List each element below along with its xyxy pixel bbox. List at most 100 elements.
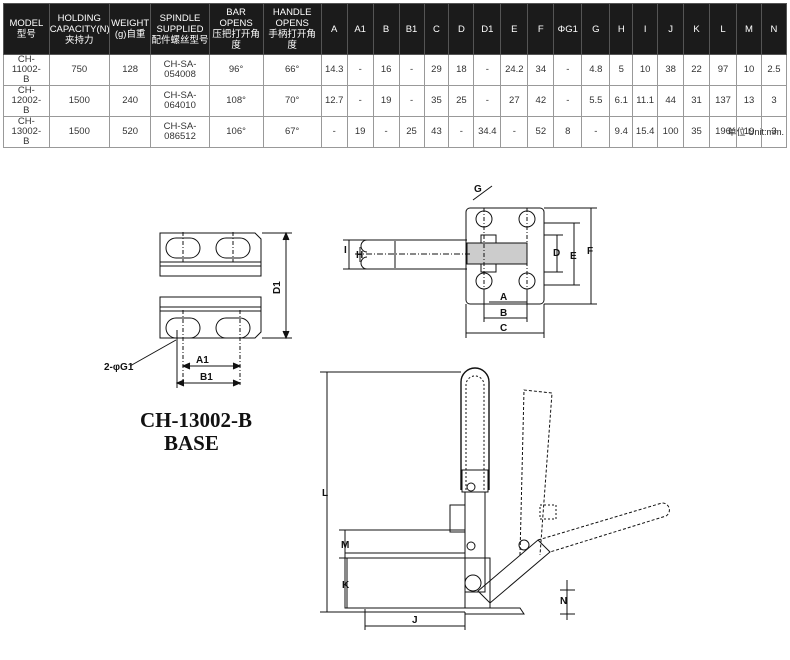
table-cell-line: 24.2 [505, 64, 524, 75]
column-header-line: MODEL [9, 18, 44, 29]
table-cell: 100 [657, 116, 685, 148]
column-header-line: WEIGHT [111, 18, 150, 29]
column-header-line: D1 [481, 23, 494, 35]
column-header-line: 型号 [16, 29, 36, 40]
table-cell-line: - [409, 64, 414, 75]
table-cell-line: 100 [662, 126, 679, 137]
table-cell: 22 [683, 54, 711, 86]
table-cell: 19 [736, 116, 762, 148]
table-cell: 19 [372, 85, 400, 117]
top-view-clamp [355, 185, 545, 305]
table-cell: CH-13002-B [3, 116, 50, 148]
column-header-line: B1 [405, 23, 418, 35]
table-cell-line: 086512 [164, 131, 196, 142]
label-a1: A1 [196, 355, 209, 366]
table-cell: - [320, 116, 348, 148]
table-cell-line: 196 [715, 126, 731, 137]
label-b: B [500, 308, 507, 319]
table-cell-line: 106° [226, 126, 246, 137]
column-header: H [609, 3, 634, 55]
table-cell: 12.7 [320, 85, 348, 117]
dim-d1 [262, 231, 292, 340]
column-header-line: B [382, 23, 390, 35]
table-cell-line: B [23, 136, 30, 147]
table-cell: 11.1 [632, 85, 659, 117]
column-header: N [760, 3, 788, 55]
table-cell: 10 [736, 54, 762, 86]
side-view-dims [320, 371, 575, 630]
label-l: L [322, 488, 328, 499]
table-cell-line: 25 [456, 95, 467, 106]
table-cell-line: - [384, 126, 388, 137]
table-cell-line: 97 [717, 64, 729, 75]
table-cell: - [473, 54, 502, 86]
column-header-line: A [331, 23, 338, 35]
column-header: K [683, 3, 711, 55]
column-header-line: 压把打开角 [212, 29, 260, 40]
table-cell-line: 12.7 [324, 95, 344, 106]
label-k: K [342, 580, 350, 591]
unit-note: 单位 Unit:mm. [727, 127, 784, 137]
column-header-line: OPENS [275, 18, 309, 29]
column-header-line: M [745, 23, 753, 35]
column-header-line: K [693, 23, 700, 35]
table-cell-line: - [409, 95, 414, 106]
table-cell: CH-SA-054008 [150, 54, 210, 86]
column-header-line: SUPPLIED [156, 23, 204, 35]
column-header-line: H [617, 23, 625, 35]
table-cell-line: 29 [431, 64, 442, 75]
table-cell-line: 18 [456, 64, 467, 75]
column-header-line: I [643, 23, 647, 35]
table-cell-line: 1500 [68, 126, 90, 137]
column-header-line: 夹持力 [65, 34, 94, 46]
table-cell: 34.4 [473, 116, 502, 148]
table-cell-line: 10 [743, 64, 755, 75]
column-header: M [736, 3, 762, 55]
table-cell-line: 34 [535, 64, 547, 75]
column-header: G [581, 3, 611, 55]
column-header-line: 度 [231, 40, 241, 51]
table-cell-line: - [512, 126, 516, 137]
table-cell-line: 064010 [164, 100, 196, 111]
column-header: J [657, 3, 685, 55]
table-cell-line: 2.5 [767, 64, 781, 75]
table-cell-line: - [459, 126, 463, 137]
table-cell-line: CH-11002- [11, 54, 41, 75]
table-cell-line: 137 [715, 95, 731, 106]
table-cell: 29 [423, 54, 450, 86]
table-cell: - [372, 116, 400, 148]
base-top-part [159, 232, 262, 277]
table-cell-line: 52 [535, 126, 547, 137]
table-cell-line: 14.3 [324, 64, 344, 75]
table-cell-line: CH-SA- [163, 121, 197, 132]
column-header: A1 [346, 3, 374, 55]
table-cell-line: 19 [743, 126, 755, 137]
table-cell: 18 [448, 54, 475, 86]
table-cell-line: - [358, 95, 362, 106]
column-header: E [500, 3, 529, 55]
column-header-line: F [537, 23, 544, 35]
column-header-line: N [770, 23, 778, 35]
table-cell-line: 5 [618, 64, 624, 75]
table-cell: 35 [423, 85, 450, 117]
table-cell-line: 3 [771, 95, 777, 106]
table-cell-line: 35 [691, 126, 702, 137]
table-cell-line: 96° [228, 64, 244, 75]
table-cell-line: 128 [122, 64, 139, 75]
table-cell: - [500, 116, 529, 148]
column-header: F [527, 3, 555, 55]
table-cell: 96° [208, 54, 264, 86]
table-cell-line: 13 [743, 95, 755, 106]
table-cell: - [398, 54, 425, 86]
column-header-line: HANDLE [272, 7, 312, 18]
table-cell-line: - [485, 95, 489, 106]
column-header-line: SPINDLE [159, 12, 201, 24]
